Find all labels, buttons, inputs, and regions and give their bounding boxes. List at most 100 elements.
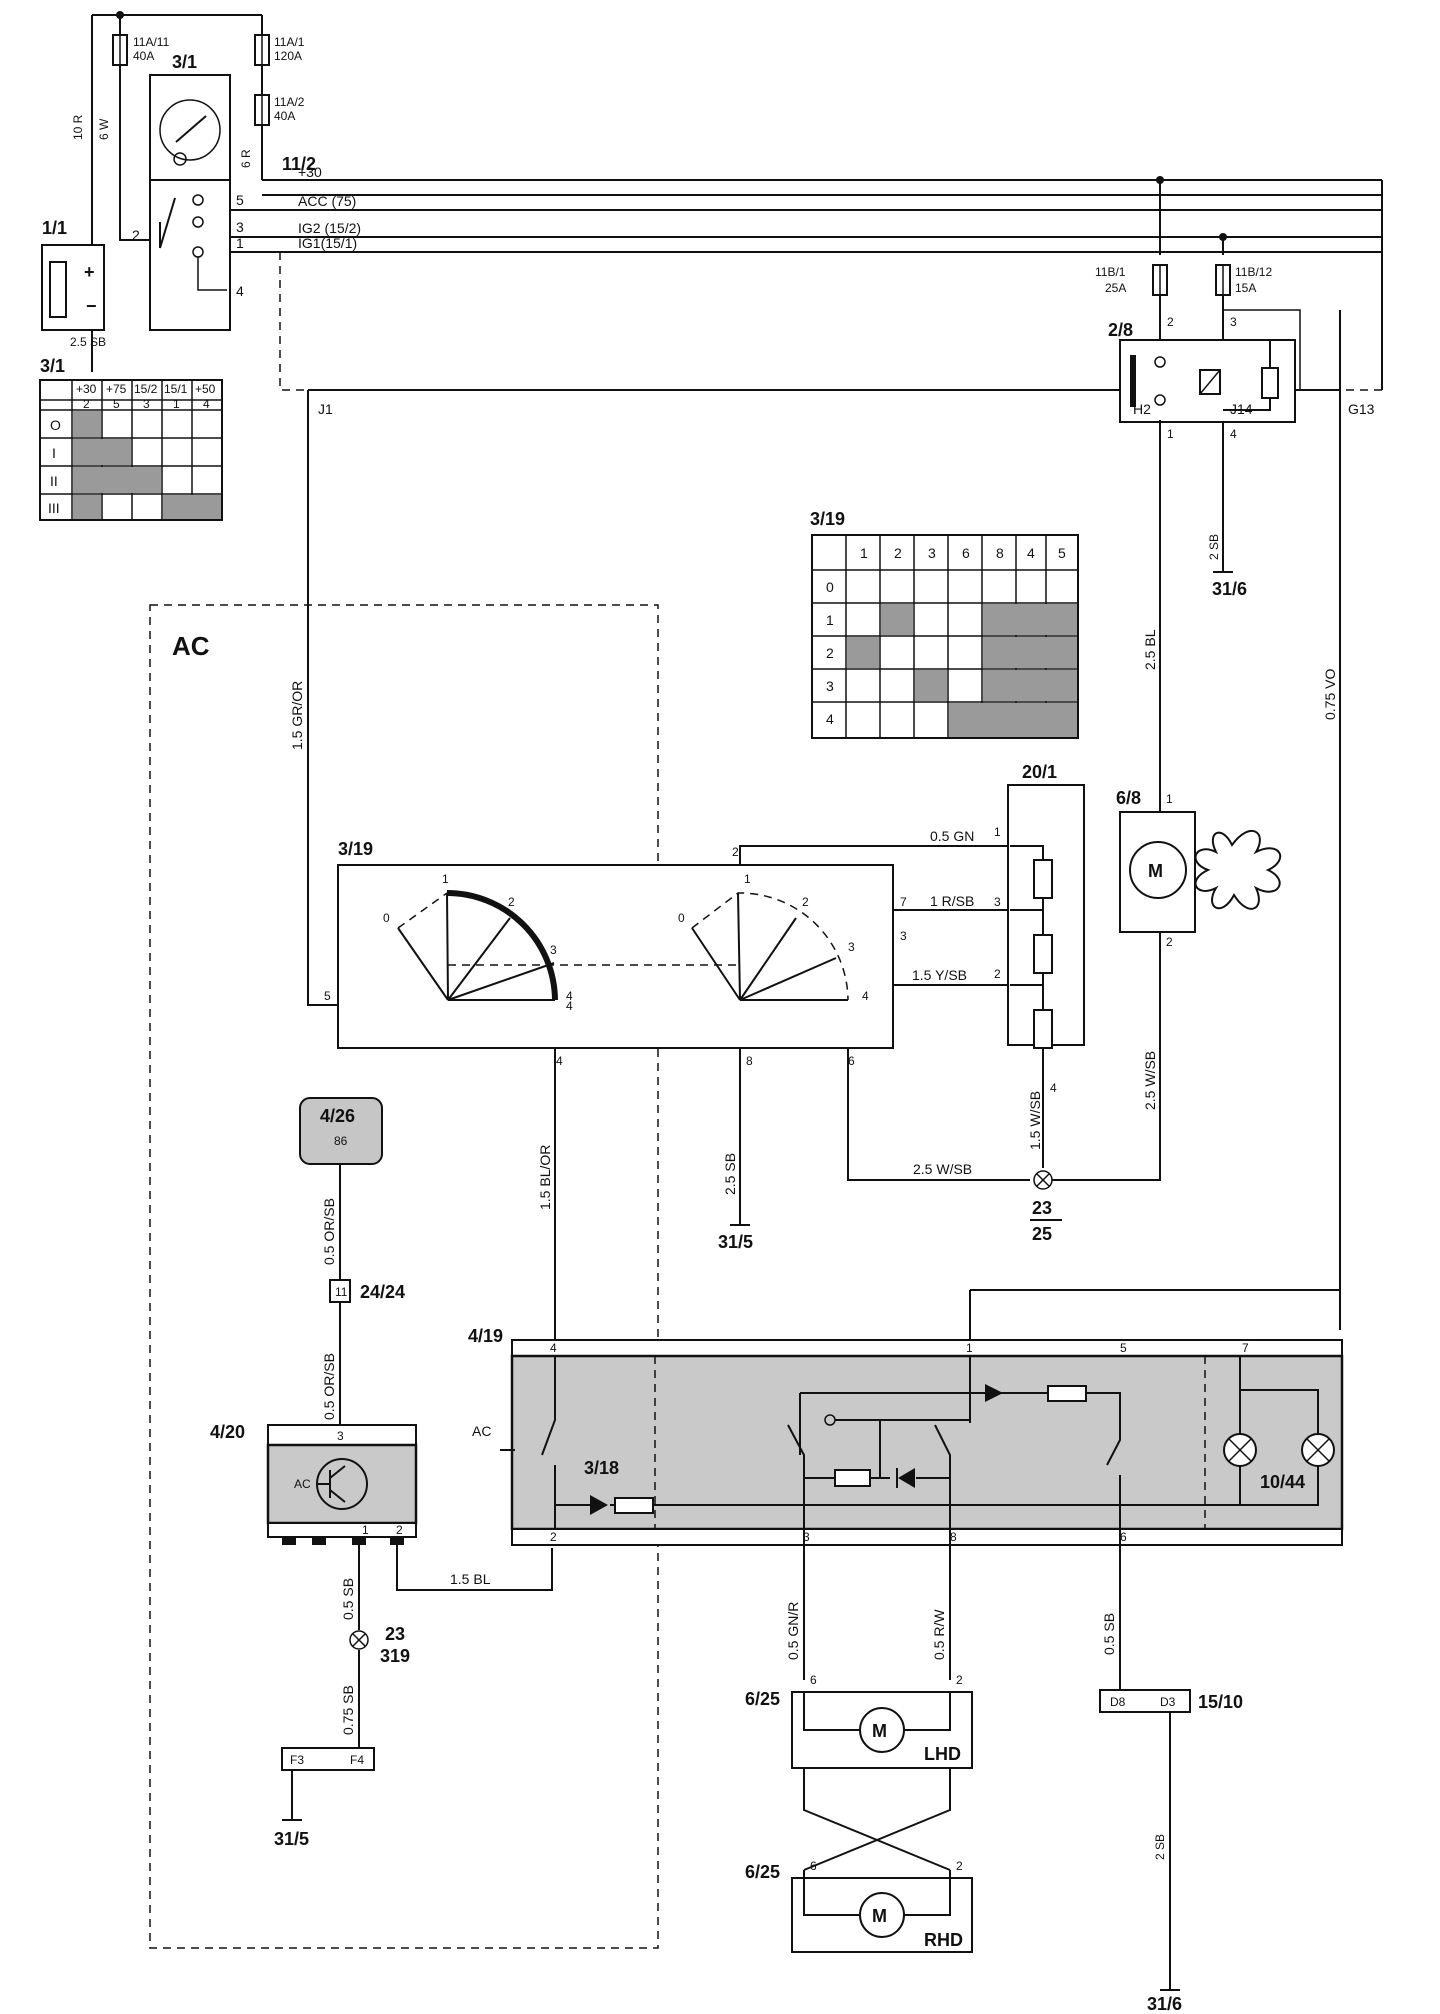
svg-text:6: 6: [962, 545, 970, 561]
svg-text:6/8: 6/8: [1116, 788, 1141, 808]
svg-text:2: 2: [1166, 935, 1173, 949]
svg-text:4/19: 4/19: [468, 1326, 503, 1346]
svg-text:4: 4: [566, 989, 573, 1003]
svg-text:1.5 W/SB: 1.5 W/SB: [1027, 1091, 1043, 1150]
svg-text:+30: +30: [76, 382, 97, 396]
svg-text:40A: 40A: [133, 49, 154, 63]
svg-text:15A: 15A: [1235, 281, 1256, 295]
svg-text:1: 1: [966, 1341, 973, 1355]
svg-text:24/24: 24/24: [360, 1282, 405, 1302]
svg-text:31/5: 31/5: [718, 1232, 753, 1252]
svg-text:4: 4: [826, 711, 834, 727]
fuse-11b1: 11B/1 25A 2: [1095, 264, 1174, 329]
svg-text:AC: AC: [472, 1423, 491, 1439]
svg-text:10/44: 10/44: [1260, 1472, 1305, 1492]
svg-text:4: 4: [550, 1341, 557, 1355]
svg-text:25: 25: [1032, 1224, 1052, 1244]
svg-text:31/5: 31/5: [274, 1829, 309, 1849]
svg-text:+30: +30: [298, 164, 322, 180]
svg-text:0.5 GN: 0.5 GN: [930, 828, 974, 844]
svg-text:4: 4: [556, 1054, 563, 1068]
svg-text:6/25: 6/25: [745, 1862, 780, 1882]
svg-text:8: 8: [996, 545, 1004, 561]
svg-text:2: 2: [132, 227, 140, 243]
svg-text:4: 4: [1050, 1081, 1057, 1095]
svg-text:0.5 SB: 0.5 SB: [1101, 1613, 1117, 1655]
svg-text:31/6: 31/6: [1212, 579, 1247, 599]
svg-text:40A: 40A: [274, 109, 295, 123]
svg-text:6: 6: [810, 1859, 817, 1873]
battery: 1/1 + − 2.5 SB: [41, 218, 106, 372]
svg-text:2: 2: [732, 845, 739, 859]
svg-text:J1: J1: [318, 401, 333, 417]
svg-text:31/6: 31/6: [1147, 1994, 1182, 2014]
svg-text:5: 5: [324, 989, 331, 1003]
connector-15-10: D8 D3 15/10: [1099, 1689, 1243, 1713]
svg-text:4: 4: [1027, 545, 1035, 561]
svg-text:1: 1: [1166, 792, 1173, 806]
svg-text:2: 2: [956, 1859, 963, 1873]
svg-text:3: 3: [900, 929, 907, 943]
svg-text:ACC (75): ACC (75): [298, 193, 356, 209]
fuse-11a1: 11A/1 120A: [254, 34, 305, 66]
svg-text:0.5 R/W: 0.5 R/W: [931, 1609, 947, 1660]
svg-text:2: 2: [802, 895, 809, 909]
svg-text:3: 3: [803, 1530, 810, 1544]
svg-text:6 W: 6 W: [97, 118, 111, 140]
svg-text:1: 1: [994, 825, 1001, 839]
svg-text:2.5 SB: 2.5 SB: [70, 335, 106, 349]
svg-text:1.5 BL: 1.5 BL: [450, 1571, 491, 1587]
svg-text:10 R: 10 R: [71, 114, 85, 140]
svg-text:M: M: [872, 1721, 887, 1741]
svg-text:11B/12: 11B/12: [1235, 265, 1272, 279]
svg-text:2.5 W/SB: 2.5 W/SB: [913, 1161, 972, 1177]
svg-text:5: 5: [113, 397, 120, 411]
svg-text:D3: D3: [1160, 1695, 1176, 1709]
svg-text:4/20: 4/20: [210, 1422, 245, 1442]
svg-text:5: 5: [1058, 545, 1066, 561]
svg-text:2: 2: [396, 1523, 403, 1537]
svg-text:7: 7: [1242, 1341, 1249, 1355]
svg-text:LHD: LHD: [924, 1744, 961, 1764]
svg-text:2: 2: [994, 967, 1001, 981]
svg-text:25A: 25A: [1105, 281, 1126, 295]
svg-text:5: 5: [236, 192, 244, 208]
svg-text:6: 6: [810, 1673, 817, 1687]
ac-relay: 4/26 86: [299, 1097, 383, 1165]
svg-text:I: I: [52, 445, 56, 461]
svg-text:3: 3: [928, 545, 936, 561]
svg-text:15/1: 15/1: [164, 382, 188, 396]
svg-text:4/26: 4/26: [320, 1106, 355, 1126]
svg-text:1: 1: [442, 872, 449, 886]
svg-text:AC: AC: [294, 1477, 311, 1491]
fan-motor: 6/8 M 1 2: [1116, 788, 1281, 949]
motor-lhd: 6/25 M 6 2 LHD: [745, 1673, 973, 1769]
svg-text:120A: 120A: [274, 49, 302, 63]
svg-text:86: 86: [334, 1134, 348, 1148]
svg-text:RHD: RHD: [924, 1930, 963, 1950]
svg-text:1/1: 1/1: [42, 218, 67, 238]
svg-text:3: 3: [143, 397, 150, 411]
svg-text:2.5 SB: 2.5 SB: [722, 1153, 738, 1195]
svg-text:2.5 W/SB: 2.5 W/SB: [1142, 1051, 1158, 1110]
svg-text:0: 0: [826, 579, 834, 595]
svg-text:+50: +50: [195, 382, 216, 396]
fuse-11a2: 11A/2 40A: [254, 94, 305, 126]
svg-text:0.75 SB: 0.75 SB: [340, 1685, 356, 1735]
svg-text:2: 2: [1167, 315, 1174, 329]
svg-text:3/19: 3/19: [338, 839, 373, 859]
svg-text:2 SB: 2 SB: [1153, 1834, 1167, 1860]
svg-text:15/2: 15/2: [134, 382, 158, 396]
svg-text:2: 2: [508, 895, 515, 909]
control-panel: 4/19 4 1 5 7 2 3 8 6 AC 3/18: [468, 1326, 1344, 1546]
svg-text:6: 6: [1120, 1530, 1127, 1544]
svg-text:M: M: [872, 1906, 887, 1926]
svg-text:11A/11: 11A/11: [133, 35, 170, 49]
svg-text:3/18: 3/18: [584, 1458, 619, 1478]
svg-text:2: 2: [894, 545, 902, 561]
svg-text:1: 1: [826, 612, 834, 628]
svg-text:20/1: 20/1: [1022, 762, 1057, 782]
resistor-block: 20/1 1 3 2 4: [994, 762, 1085, 1095]
svg-text:3/1: 3/1: [172, 52, 197, 72]
svg-text:8: 8: [950, 1530, 957, 1544]
